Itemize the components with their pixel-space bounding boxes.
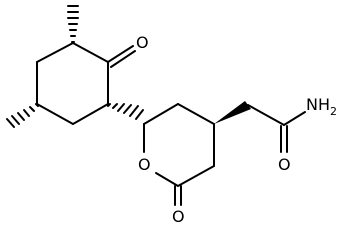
lactone-ring — [143, 103, 215, 187]
bond-c10-c11 — [177, 165, 215, 187]
bond-c11-o — [155, 172, 179, 187]
bond-carbonyl-n — [283, 111, 306, 126]
ketone-double-bond — [107, 45, 136, 68]
ring-oxygen-label: O — [138, 155, 151, 174]
structure-diagram: O O O — [6, 5, 337, 226]
bond-c3-c4 — [72, 103, 109, 125]
ketone-oxygen-label: O — [136, 33, 149, 52]
hashed-bond-ring-link — [107, 103, 144, 120]
bond-c6-c1 — [36, 42, 74, 63]
hashed-methyl-left — [6, 103, 39, 128]
amide-nitrogen-label: NH2 — [306, 95, 337, 118]
bond-c1-c2 — [72, 42, 109, 63]
bond-c4-c5 — [36, 103, 74, 125]
lactone-oxygen-label: O — [172, 207, 185, 226]
wedge-bond-side-chain — [214, 101, 251, 124]
hashed-methyl-top — [67, 5, 79, 43]
bond-ch2-carbonyl — [247, 104, 285, 126]
bond-c8-c9 — [177, 103, 215, 125]
bond-c7-c8 — [143, 103, 179, 125]
amide-oxygen-label: O — [278, 155, 291, 174]
amide-double-bond — [280, 125, 288, 153]
lactone-double-bond — [174, 185, 182, 206]
cyclohexanone-ring — [36, 42, 109, 125]
